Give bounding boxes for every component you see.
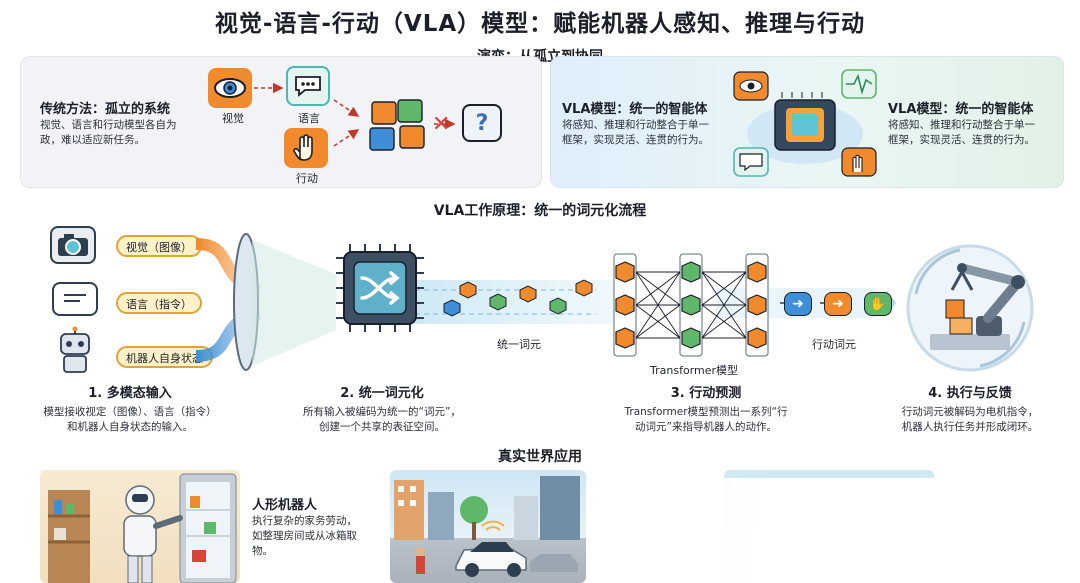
shuffle-icon xyxy=(360,271,400,305)
traditional-desc-line2: 政，难以适应新任务。 xyxy=(40,134,145,146)
question-icon: ? xyxy=(462,104,502,142)
robot-arm-icon xyxy=(900,238,1040,376)
step-2-title: 2. 统一词元化 xyxy=(340,386,424,401)
step-3-title: 3. 行动预测 xyxy=(670,386,742,401)
page-title: 视觉-语言-行动（VLA）模型：赋能机器人感知、推理与行动 xyxy=(214,11,866,37)
vla-left-title: VLA模型：统一的智能体 xyxy=(562,102,708,117)
step-1-desc: 模型接收视定（图像）、语言（指令） 和机器人自身状态的输入。 xyxy=(20,405,240,435)
step-1-title: 1. 多模态输入 xyxy=(88,386,172,401)
vla-chip-cluster xyxy=(730,62,880,182)
step-4: 4. 执行与反馈 行动词元被解码为电机指令， 机器人执行任务并形成闭环。 xyxy=(870,382,1070,435)
action-token-label: 行动词元 xyxy=(812,338,856,351)
action-label: 行动 xyxy=(296,172,318,185)
step-2: 2. 统一词元化 所有输入被编码为统一的“词元”， 创建一个共享的表征空间。 xyxy=(272,382,492,435)
hand-icon xyxy=(284,128,328,168)
tokenizer-chip-icon xyxy=(330,238,430,338)
traditional-desc: 视觉、语言和行动模型各自为 政，难以适应新任务。 xyxy=(40,118,200,148)
humanoid-desc-line1: 执行复杂的家务劳动， xyxy=(252,515,357,527)
step-3-desc: Transformer模型预测出一系列“行 动词元”来指导机器人的动作。 xyxy=(586,405,826,435)
humanoid-title: 人形机器人 xyxy=(252,498,318,513)
action-token-arrow-icon: ➜ xyxy=(784,292,812,316)
puzzle-cube-icon xyxy=(366,96,430,156)
vla-right-title: VLA模型：统一的智能体 xyxy=(888,102,1034,117)
chip-icon xyxy=(774,92,836,151)
step-4-desc-line2: 机器人执行任务并形成闭环。 xyxy=(901,421,1039,433)
action-token-arrow-icon: ➜ xyxy=(824,292,852,316)
step-1: 1. 多模态输入 模型接收视定（图像）、语言（指令） 和机器人自身状态的输入。 xyxy=(20,382,240,435)
vla-right-desc-line2: 框架，实现灵活、连贯的行为。 xyxy=(888,134,1035,146)
traditional-desc-line1: 视觉、语言和行动模型各自为 xyxy=(40,119,177,131)
traditional-title: 传统方法：孤立的系统 xyxy=(40,102,171,117)
bottom-fade-overlay xyxy=(600,478,1080,583)
humanoid-desc-line2: 如整理房间或从冰箱取 xyxy=(252,530,357,542)
step-2-desc: 所有输入被编码为统一的“词元”， 创建一个共享的表征空间。 xyxy=(272,405,492,435)
pipeline-heading: VLA工作原理：统一的词元化流程 xyxy=(433,203,647,219)
vision-label: 视觉 xyxy=(222,112,244,125)
unified-token-label: 统一词元 xyxy=(497,338,541,351)
transformer-network xyxy=(613,253,769,357)
camera-icon xyxy=(50,226,96,264)
traditional-connections xyxy=(254,82,456,147)
step-2-desc-line2: 创建一个共享的表征空间。 xyxy=(319,421,445,433)
chat-bubble-icon xyxy=(52,282,98,316)
speech-bubble-icon xyxy=(286,66,330,106)
input-pill-robot-state: 机器人自身状态 xyxy=(116,346,213,368)
eye-icon xyxy=(208,68,252,108)
step-1-desc-line2: 和机器人自身状态的输入。 xyxy=(67,421,193,433)
vla-left-desc-line1: 将感知、推理和行动整合于单一 xyxy=(562,119,709,131)
humanoid-desc: 执行复杂的家务劳动， 如整理房间或从冰箱取 物。 xyxy=(252,514,382,559)
step-4-title: 4. 执行与反馈 xyxy=(928,386,1012,401)
humanoid-desc-line3: 物。 xyxy=(252,545,273,557)
applications-heading: 真实世界应用 xyxy=(498,449,582,465)
humanoid-robot-image xyxy=(40,470,240,583)
step-3-desc-line1: Transformer模型预测出一系列“行 xyxy=(624,406,788,418)
step-3-desc-line2: 动词元”来指导机器人的动作。 xyxy=(635,421,777,433)
vla-right-desc: 将感知、推理和行动整合于单一 框架，实现灵活、连贯的行为。 xyxy=(888,118,1058,148)
step-2-desc-line1: 所有输入被编码为统一的“词元”， xyxy=(303,406,461,418)
transformer-label: Transformer模型 xyxy=(650,364,739,377)
step-1-desc-line1: 模型接收视定（图像）、语言（指令） xyxy=(43,406,217,418)
robot-icon xyxy=(52,326,98,376)
vla-left-desc: 将感知、推理和行动整合于单一 框架，实现灵活、连贯的行为。 xyxy=(562,118,732,148)
language-label: 语言 xyxy=(298,112,320,125)
step-4-desc: 行动词元被解码为电机指令， 机器人执行任务并形成闭环。 xyxy=(870,405,1070,435)
step-3: 3. 行动预测 Transformer模型预测出一系列“行 动词元”来指导机器人… xyxy=(586,382,826,435)
input-pill-vision: 视觉（图像） xyxy=(116,235,202,257)
vla-right-desc-line1: 将感知、推理和行动整合于单一 xyxy=(888,119,1035,131)
input-pill-language: 语言（指令） xyxy=(116,292,202,314)
city-car-image xyxy=(390,470,586,583)
x-mark-icon: ✕ xyxy=(432,112,451,137)
step-4-desc-line1: 行动词元被解码为电机指令， xyxy=(901,406,1039,418)
vla-left-desc-line2: 框架，实现灵活、连贯的行为。 xyxy=(562,134,709,146)
action-token-hand-icon: ✋ xyxy=(864,292,892,316)
